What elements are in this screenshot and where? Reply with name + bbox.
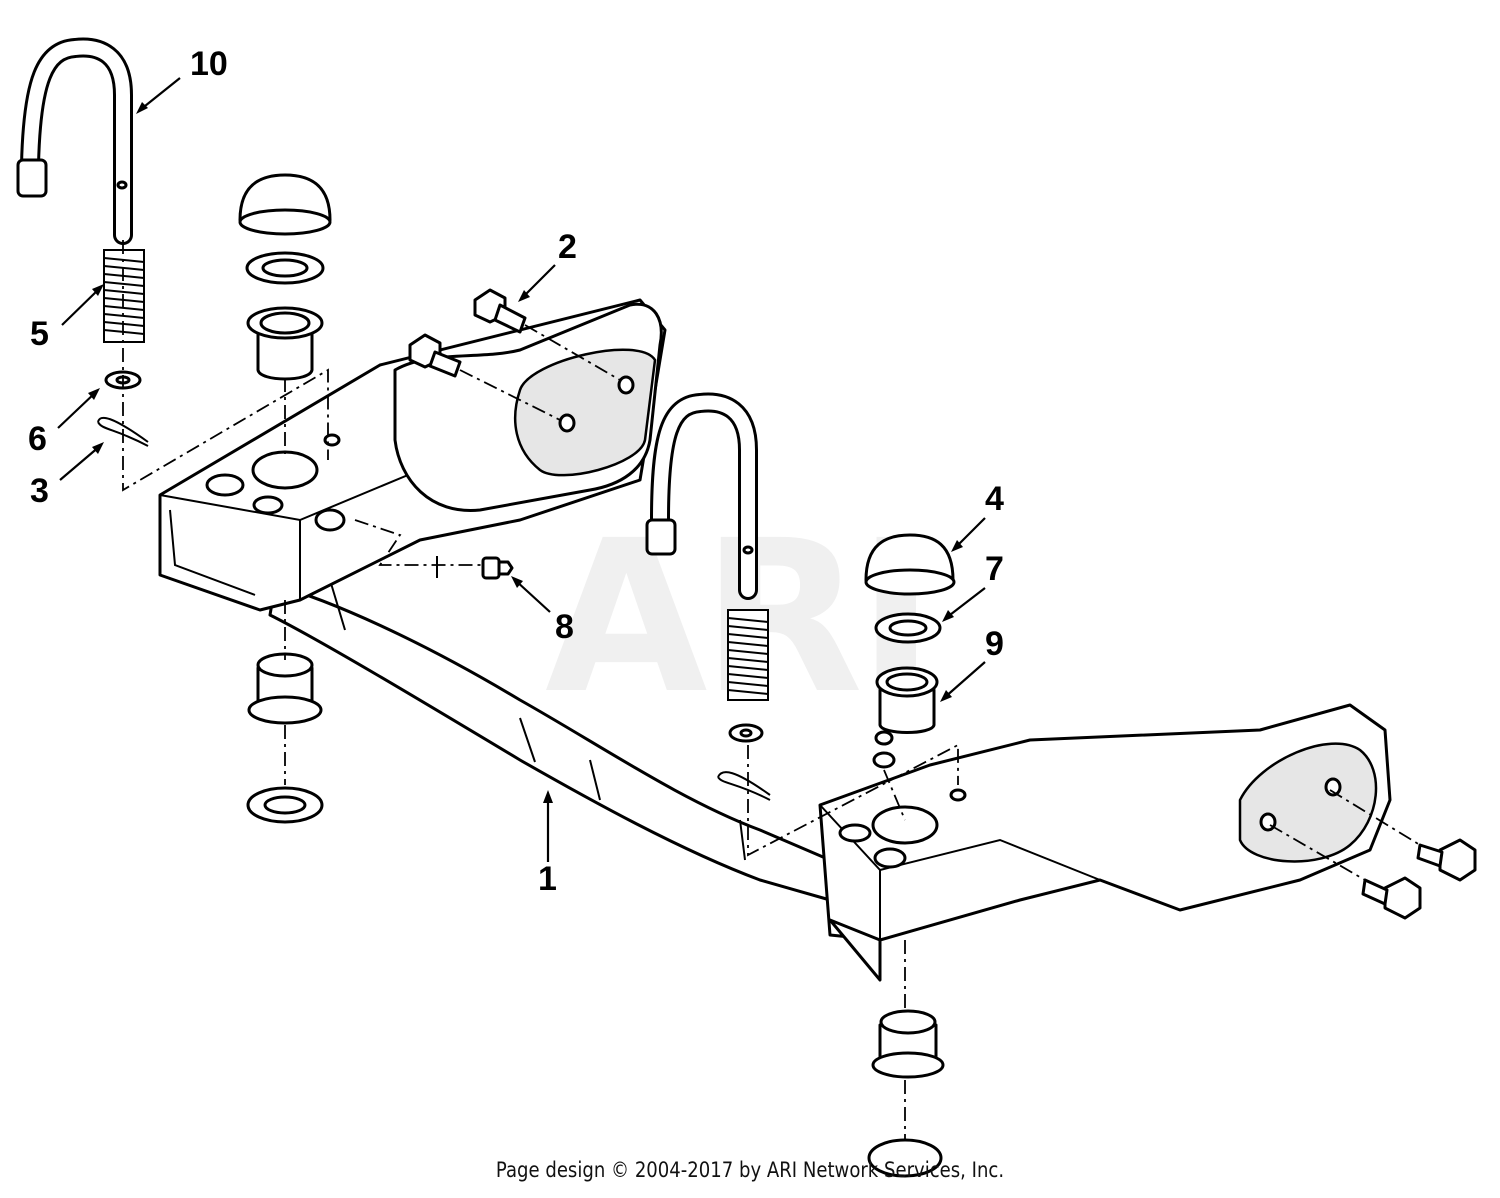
right-spindle-stack: [864, 533, 956, 1178]
callout-5: 5: [30, 315, 49, 353]
copyright-footer: Page design © 2004-2017 by ARI Network S…: [495, 1158, 1005, 1182]
callouts: 10 5 6 3 2 8 4 7 9 1: [28, 45, 1004, 898]
hitch-pin-left: [16, 37, 133, 245]
spring-right: [727, 609, 769, 701]
spring-left: [103, 249, 145, 343]
bolts-left: [408, 288, 621, 421]
cotter-pin-right: [717, 771, 771, 801]
front-axle-body: [158, 298, 1392, 982]
callout-9: 9: [985, 625, 1004, 663]
callout-2: 2: [558, 228, 577, 266]
callout-10: 10: [190, 45, 228, 83]
hitch-pin-right: [645, 392, 758, 600]
callout-8: 8: [555, 608, 574, 646]
callout-6: 6: [28, 420, 47, 458]
callout-1: 1: [538, 860, 557, 898]
grease-fitting: [314, 508, 514, 580]
bolts-right: [1269, 789, 1477, 920]
cotter-pin-left: [97, 416, 149, 447]
callout-3: 3: [30, 472, 49, 510]
callout-7: 7: [985, 550, 1004, 588]
callout-4: 4: [985, 480, 1004, 518]
left-spindle-stack: [238, 173, 332, 824]
